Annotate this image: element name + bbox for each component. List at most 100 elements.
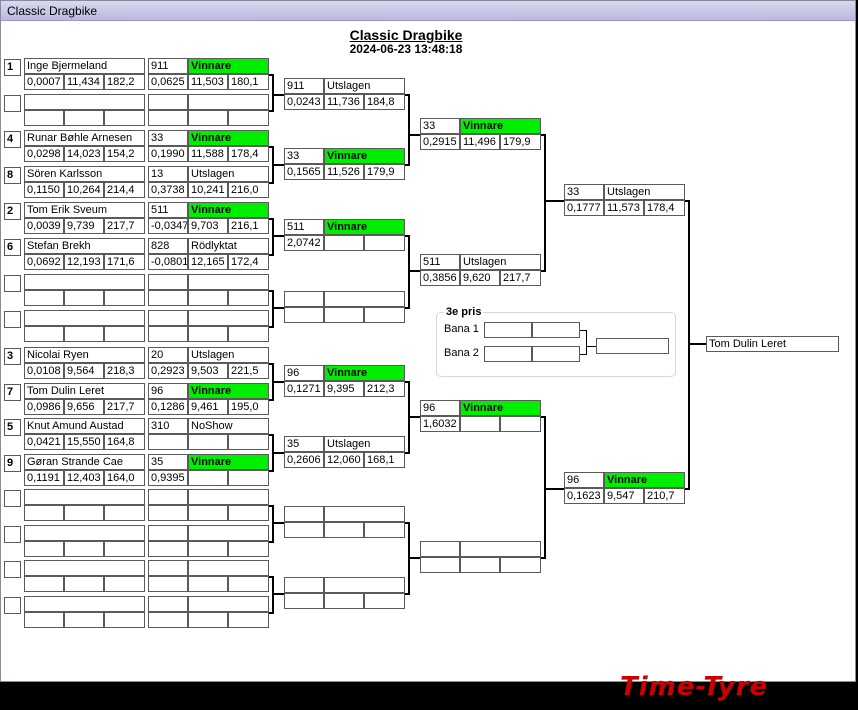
opponent-reaction-time[interactable]: [148, 612, 188, 628]
opponent-number[interactable]: [148, 489, 188, 505]
round3-number[interactable]: 96: [420, 400, 460, 416]
round3-reaction-time[interactable]: 0,3856: [420, 270, 460, 286]
round4-number[interactable]: 33: [564, 184, 604, 200]
round4-number[interactable]: 96: [564, 472, 604, 488]
elapsed-time[interactable]: 10,264: [64, 182, 104, 198]
reaction-time[interactable]: 0,0692: [24, 254, 64, 270]
elapsed-time[interactable]: 9,739: [64, 218, 104, 234]
round2-reaction-time[interactable]: [284, 522, 324, 538]
opponent-status[interactable]: Vinnare: [188, 202, 269, 218]
speed[interactable]: 217,7: [104, 399, 145, 415]
round2-speed[interactable]: [364, 307, 405, 323]
round4-speed[interactable]: 178,4: [644, 200, 685, 216]
round2-number[interactable]: 911: [284, 78, 324, 94]
rider-name[interactable]: [24, 525, 145, 541]
rider-name[interactable]: [24, 274, 145, 290]
round2-speed[interactable]: [364, 522, 405, 538]
round3-elapsed-time[interactable]: [460, 557, 500, 573]
opponent-reaction-time[interactable]: -0,0347: [148, 218, 188, 234]
opponent-number[interactable]: [148, 94, 188, 110]
round3-status[interactable]: Vinnare: [460, 400, 541, 416]
reaction-time[interactable]: 0,0039: [24, 218, 64, 234]
round2-reaction-time[interactable]: 0,1271: [284, 381, 324, 397]
speed[interactable]: [104, 612, 145, 628]
speed[interactable]: [104, 110, 145, 126]
opponent-speed[interactable]: [228, 505, 269, 521]
opponent-reaction-time[interactable]: [148, 110, 188, 126]
elapsed-time[interactable]: 12,403: [64, 470, 104, 486]
rider-name[interactable]: Gøran Strande Cae: [24, 454, 145, 470]
opponent-speed[interactable]: [228, 541, 269, 557]
speed[interactable]: 182,2: [104, 74, 145, 90]
opponent-number[interactable]: [148, 596, 188, 612]
opponent-status[interactable]: Utslagen: [188, 347, 269, 363]
opponent-status[interactable]: Utslagen: [188, 166, 269, 182]
round4-status[interactable]: Utslagen: [604, 184, 685, 200]
elapsed-time[interactable]: [64, 110, 104, 126]
round2-reaction-time[interactable]: 0,2606: [284, 452, 324, 468]
opponent-reaction-time[interactable]: -0,0801: [148, 254, 188, 270]
reaction-time[interactable]: 0,1191: [24, 470, 64, 486]
opponent-status[interactable]: [188, 489, 269, 505]
round2-number[interactable]: [284, 577, 324, 593]
opponent-speed[interactable]: [228, 110, 269, 126]
opponent-status[interactable]: Vinnare: [188, 383, 269, 399]
opponent-elapsed-time[interactable]: 11,503: [188, 74, 228, 90]
round2-status[interactable]: Vinnare: [324, 148, 405, 164]
round3-speed[interactable]: [500, 557, 541, 573]
speed[interactable]: 218,3: [104, 363, 145, 379]
opponent-status[interactable]: Vinnare: [188, 130, 269, 146]
opponent-speed[interactable]: 216,1: [228, 218, 269, 234]
third-place-result[interactable]: [596, 338, 669, 354]
reaction-time[interactable]: [24, 326, 64, 342]
round2-speed[interactable]: 184,8: [364, 94, 405, 110]
rider-name[interactable]: Tom Dulin Leret: [24, 383, 145, 399]
reaction-time[interactable]: [24, 110, 64, 126]
speed[interactable]: 164,8: [104, 434, 145, 450]
opponent-number[interactable]: 310: [148, 418, 188, 434]
opponent-status[interactable]: [188, 525, 269, 541]
opponent-reaction-time[interactable]: [148, 576, 188, 592]
elapsed-time[interactable]: [64, 612, 104, 628]
reaction-time[interactable]: 0,0298: [24, 146, 64, 162]
round2-number[interactable]: 96: [284, 365, 324, 381]
speed[interactable]: 171,6: [104, 254, 145, 270]
round2-status[interactable]: Utslagen: [324, 78, 405, 94]
opponent-reaction-time[interactable]: [148, 326, 188, 342]
opponent-number[interactable]: 828: [148, 238, 188, 254]
opponent-elapsed-time[interactable]: 12,165: [188, 254, 228, 270]
speed[interactable]: [104, 576, 145, 592]
round2-reaction-time[interactable]: 0,1565: [284, 164, 324, 180]
opponent-reaction-time[interactable]: [148, 434, 188, 450]
opponent-status[interactable]: [188, 560, 269, 576]
lane1-extra[interactable]: [532, 322, 580, 338]
round2-elapsed-time[interactable]: [324, 307, 364, 323]
round2-reaction-time[interactable]: [284, 307, 324, 323]
round3-elapsed-time[interactable]: 9,620: [460, 270, 500, 286]
champion-box[interactable]: Tom Dulin Leret: [706, 336, 839, 352]
round2-reaction-time[interactable]: [284, 593, 324, 609]
elapsed-time[interactable]: [64, 541, 104, 557]
opponent-number[interactable]: 13: [148, 166, 188, 182]
opponent-speed[interactable]: [228, 612, 269, 628]
round2-status[interactable]: Utslagen: [324, 436, 405, 452]
opponent-status[interactable]: [188, 274, 269, 290]
reaction-time[interactable]: 0,0108: [24, 363, 64, 379]
speed[interactable]: [104, 541, 145, 557]
speed[interactable]: 217,7: [104, 218, 145, 234]
round2-number[interactable]: [284, 291, 324, 307]
reaction-time[interactable]: 0,0007: [24, 74, 64, 90]
elapsed-time[interactable]: [64, 505, 104, 521]
opponent-number[interactable]: 511: [148, 202, 188, 218]
opponent-reaction-time[interactable]: 0,0625: [148, 74, 188, 90]
rider-name[interactable]: [24, 489, 145, 505]
opponent-number[interactable]: 33: [148, 130, 188, 146]
rider-name[interactable]: Knut Amund Austad: [24, 418, 145, 434]
rider-name[interactable]: Inge Bjermeland: [24, 58, 145, 74]
round2-reaction-time[interactable]: 0,0243: [284, 94, 324, 110]
opponent-number[interactable]: [148, 560, 188, 576]
round2-reaction-time[interactable]: 2,0742: [284, 235, 324, 251]
round4-elapsed-time[interactable]: 9,547: [604, 488, 644, 504]
title-bar[interactable]: Classic Dragbike: [1, 1, 855, 21]
elapsed-time[interactable]: 14,023: [64, 146, 104, 162]
